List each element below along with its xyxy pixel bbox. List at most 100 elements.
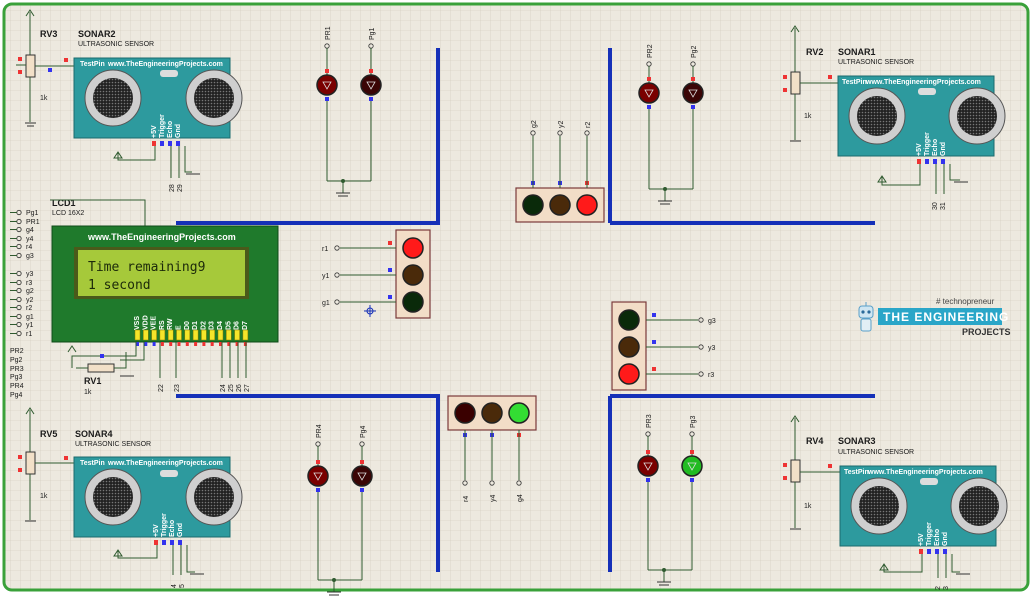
svg-text:27: 27 (244, 384, 251, 392)
lcd-pin[interactable] (192, 329, 199, 341)
red-led[interactable] (307, 465, 329, 487)
sonar2-group[interactable]: RV3 SONAR2 ULTRASONIC SENSOR 1k TestPin … (16, 9, 243, 192)
lcd-group[interactable]: LCD1 LCD 16X2 www.TheEngineeringProjects… (50, 198, 279, 392)
logo-line2: PROJECTS (962, 327, 1011, 337)
svg-text:Trigger: Trigger (926, 522, 933, 546)
sonar1-group[interactable]: RV2 SONAR1 ULTRASONIC SENSOR 1k TestPin … (783, 25, 1006, 210)
traffic-light-label: y4 (490, 495, 497, 503)
lcd-pin[interactable] (134, 329, 141, 341)
svg-text:23: 23 (174, 384, 181, 392)
pin-state-marker (194, 342, 198, 346)
lcd-pin[interactable] (217, 329, 224, 341)
lcd-pin[interactable] (167, 329, 174, 341)
lamp-g4 (508, 402, 530, 424)
lcd-pin[interactable] (201, 329, 207, 341)
pin-state-marker (243, 342, 247, 346)
lamp-r2 (576, 194, 598, 216)
svg-text:26: 26 (236, 384, 243, 392)
lcd-pin[interactable] (209, 329, 215, 341)
rv1-group[interactable]: RV1 1k (67, 342, 145, 396)
red-led[interactable] (638, 82, 660, 104)
lcd-pin[interactable] (234, 329, 240, 341)
rv3-pot[interactable] (25, 54, 36, 78)
lamp-y2 (549, 194, 571, 216)
lcd-signal-label: g1 (26, 314, 34, 321)
sonar3-group[interactable]: RV4 SONAR3 ULTRASONIC SENSOR 1k TestPin … (783, 415, 1008, 590)
lcd-signal-label: y4 (26, 236, 34, 243)
sonar4-type: ULTRASONIC SENSOR (75, 441, 151, 448)
lcd-signal-label: Pg4 (10, 392, 23, 399)
svg-text:www.TheEngineeringProjects.com: www.TheEngineeringProjects.com (107, 460, 223, 467)
lamp-g1 (402, 291, 424, 313)
lcd-pin-label: RW (167, 318, 174, 330)
rv4-label: RV4 (806, 436, 823, 446)
svg-text:Trigger: Trigger (161, 513, 168, 537)
pin-state-marker (235, 342, 239, 346)
svg-text:Echo: Echo (167, 121, 174, 138)
lcd-pin-label: D4 (217, 321, 224, 330)
lcd-pin[interactable] (242, 329, 249, 341)
lcd-signal-label: g4 (26, 227, 34, 234)
rv5-pot[interactable] (25, 451, 36, 475)
logo-line1: THE ENGINEERING (883, 310, 1009, 324)
svg-text:4: 4 (171, 584, 178, 588)
traffic-light-label: y1 (322, 273, 330, 280)
lcd-pin[interactable] (159, 329, 166, 341)
probe-marker (364, 305, 376, 317)
lcd-pin[interactable] (176, 329, 182, 341)
green-led[interactable] (681, 455, 703, 477)
green-led[interactable] (682, 82, 704, 104)
lcd-signal-label: Pg2 (10, 357, 23, 364)
rv2-pot[interactable] (790, 71, 801, 95)
traffic-light-right[interactable]: g3 y3 r3 (611, 301, 716, 391)
lcd-pin[interactable] (184, 329, 191, 341)
rv1-pot[interactable] (87, 363, 115, 373)
svg-text:www.TheEngineeringProjects.com: www.TheEngineeringProjects.com (867, 469, 983, 476)
rv3-value: 1k (40, 95, 48, 102)
traffic-light-label: g3 (708, 318, 716, 325)
pedestrian-led-label: Pg2 (691, 45, 698, 58)
lcd-pin[interactable] (151, 329, 157, 341)
lamp-y1 (402, 264, 424, 286)
svg-text:+5V: +5V (153, 524, 160, 537)
svg-text:TestPin: TestPin (844, 469, 869, 476)
lcd-pin-label: VSS (134, 316, 141, 330)
red-led[interactable] (637, 455, 659, 477)
pedestrian-signal-2[interactable]: PR2 Pg2 (638, 44, 704, 205)
pedestrian-led-label: Pg1 (369, 27, 376, 40)
lcd-pin-label: VEE (151, 316, 158, 330)
sonar3-type: ULTRASONIC SENSOR (838, 449, 914, 456)
sonar4-label: SONAR4 (75, 429, 113, 439)
traffic-light-label: g4 (517, 494, 524, 502)
rv3-label: RV3 (40, 29, 57, 39)
traffic-light-label: y3 (708, 345, 716, 352)
svg-text:www.TheEngineeringProjects.com: www.TheEngineeringProjects.com (865, 79, 981, 86)
traffic-light-label: y2 (558, 121, 565, 129)
rv2-label: RV2 (806, 47, 823, 57)
lcd-signal-label: PR1 (26, 219, 40, 226)
pin-state-marker (210, 342, 214, 346)
pedestrian-led-label: Pg3 (690, 415, 697, 428)
red-led[interactable] (316, 74, 338, 96)
green-led[interactable] (360, 74, 382, 96)
lcd-pin-label: E (176, 325, 183, 330)
lcd-signal-label: PR2 (10, 348, 24, 355)
pin-state-marker (177, 342, 181, 346)
sonar4-group[interactable]: RV5 SONAR4 ULTRASONIC SENSOR 1k TestPin … (18, 407, 243, 588)
pin-state-marker (160, 342, 164, 346)
traffic-light-label: r3 (708, 372, 714, 379)
lcd-pin[interactable] (226, 329, 232, 341)
green-led[interactable] (351, 465, 373, 487)
lcd-pin[interactable] (143, 329, 149, 341)
pedestrian-led-label: PR2 (647, 44, 654, 58)
sonar2-testpin: TestPin (80, 61, 105, 68)
rv4-pot[interactable] (790, 459, 801, 483)
lcd-signal-label: g2 (26, 288, 34, 295)
